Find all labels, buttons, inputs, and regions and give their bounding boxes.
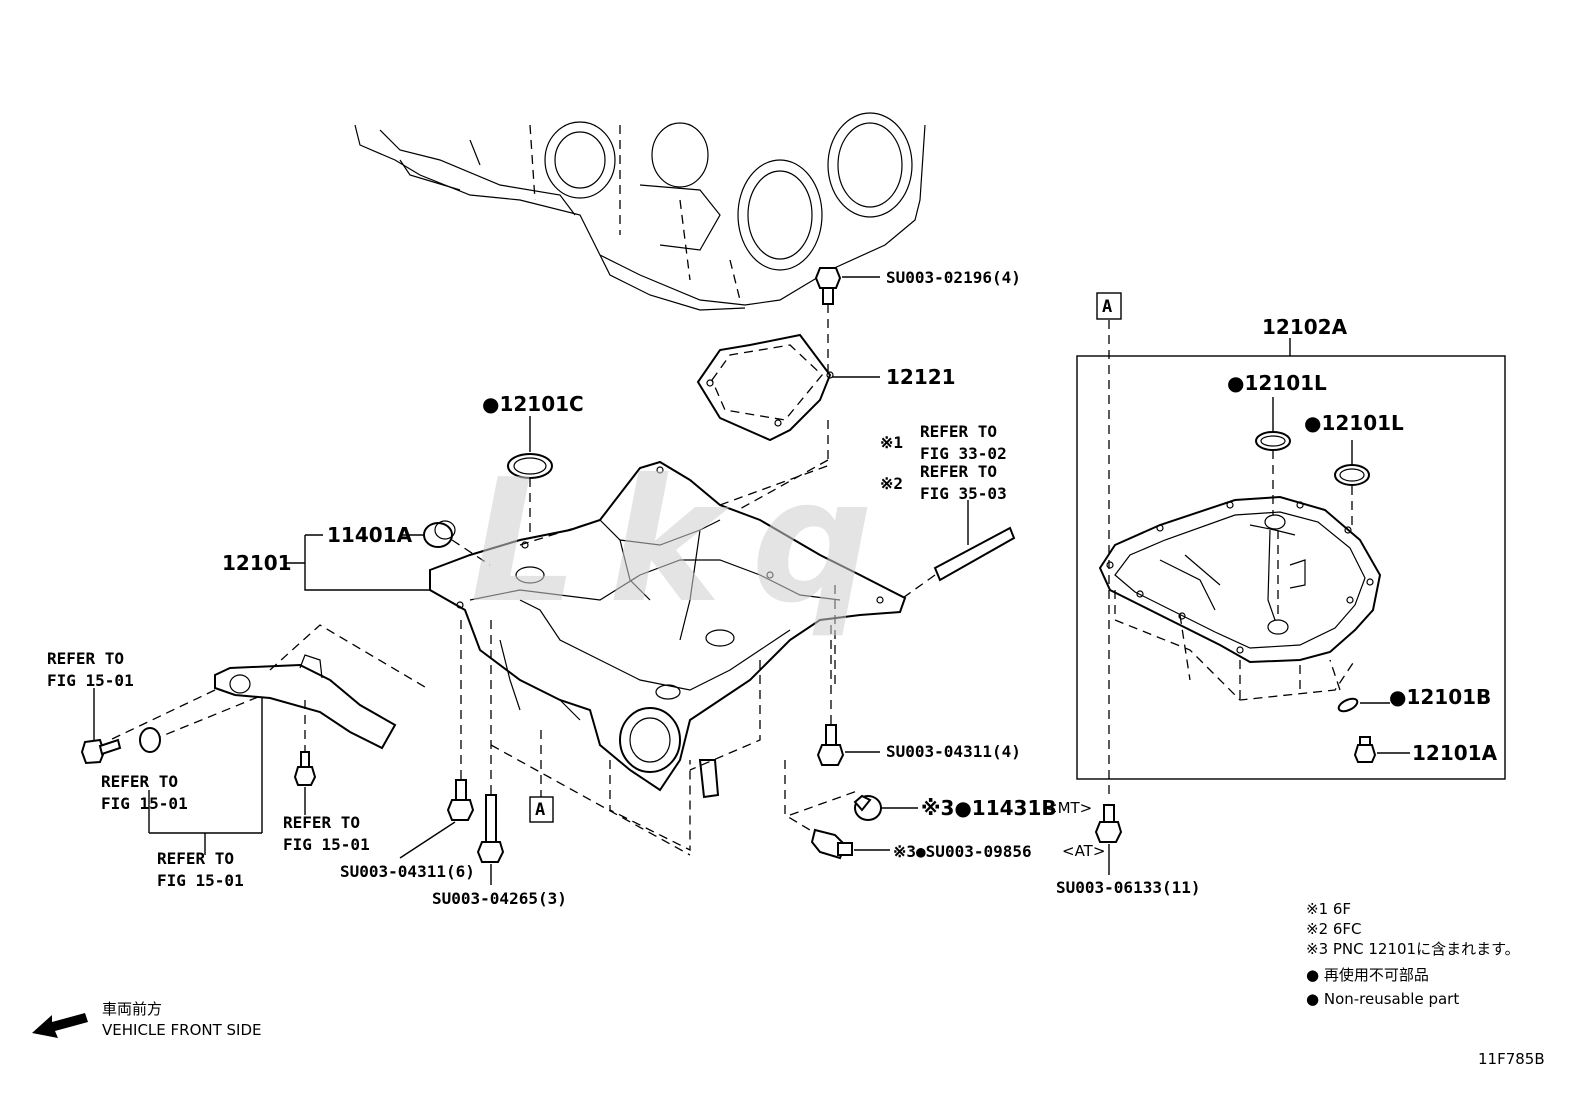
svg-text:Lkq: Lkq	[470, 443, 903, 641]
label-su003-04265: SU003-04265(3)	[432, 889, 567, 908]
label-su003-04311-6: SU003-04311(6)	[340, 862, 475, 881]
label-su003-02196: SU003-02196(4)	[886, 268, 1021, 287]
refer-fig-15-01-c-line2: FIG 15-01	[283, 835, 370, 854]
label-su003-06133: SU003-06133(11)	[1056, 878, 1201, 897]
o-ring-12101l-2-icon	[1334, 440, 1370, 530]
label-at: <AT>	[1062, 842, 1105, 860]
mark-1: ※1	[880, 433, 903, 452]
mark-2: ※2	[880, 474, 903, 493]
label-12121: 12121	[886, 365, 956, 389]
bolt-su003-04265-icon	[476, 620, 505, 885]
label-12101l-1: ●12101L	[1227, 371, 1327, 395]
fitting-su003-09856-icon	[784, 760, 890, 860]
label-12101b: ●12101B	[1389, 685, 1491, 709]
o-ring-12101l-1-icon	[1255, 397, 1291, 620]
bolt-su003-04311-4-icon	[816, 625, 880, 766]
washer-12101b-icon	[1329, 659, 1390, 713]
box-a-upper-letter: A	[1102, 297, 1112, 317]
refer-fig-15-01-a-line2: FIG 15-01	[47, 671, 134, 690]
box-a-upper	[1096, 292, 1122, 800]
note-non-reusable-jp: ● 再使用不可部品	[1306, 966, 1429, 984]
label-12101a: 12101A	[1412, 741, 1498, 765]
refer-fig-35-03-line2: FIG 35-03	[920, 484, 1007, 503]
box-a-lower	[490, 730, 691, 856]
strainer-o-ring-icon	[139, 727, 161, 753]
bolt-su003-04311-6-icon	[399, 620, 475, 859]
small-bolt-icon	[293, 700, 317, 815]
note-6fc: ※2 6FC	[1306, 920, 1362, 938]
note-non-reusable-en: ● Non-reusable part	[1306, 990, 1459, 1008]
box-a-lower-letter: A	[535, 800, 545, 820]
refer-fig-15-01-b-line1: REFER TO	[101, 772, 178, 791]
engine-block-drawing	[354, 112, 926, 311]
label-mt: <MT>	[1045, 799, 1092, 817]
o-ring-12101c-icon	[507, 416, 553, 565]
bolt-su003-06133-icon	[1094, 804, 1123, 875]
drain-plug-12101a-icon	[1353, 736, 1410, 763]
watermark-logo: Lkq	[470, 443, 903, 641]
refer-fig-35-03-line1: REFER TO	[920, 462, 997, 481]
refer-fig-33-02-line1: REFER TO	[920, 422, 997, 441]
strainer-bolt-icon	[80, 688, 122, 765]
label-su003-09856: ※3●SU003-09856	[893, 842, 1032, 861]
plug-11431b-icon	[853, 794, 918, 821]
label-su003-04311-4: SU003-04311(4)	[886, 742, 1021, 761]
refer-fig-15-01-c-line1: REFER TO	[283, 813, 360, 832]
label-11401a: 11401A	[327, 523, 413, 547]
note-6f: ※1 6F	[1306, 900, 1351, 918]
label-12101c: ●12101C	[482, 392, 584, 416]
vehicle-front-jp: 車両前方	[102, 1000, 162, 1018]
note-pnc: ※3 PNC 12101に含まれます。	[1306, 940, 1520, 958]
oil-pan-upper-12101-drawing	[429, 460, 907, 799]
refer-fig-15-01-d-line2: FIG 15-01	[157, 871, 244, 890]
vehicle-front-en: VEHICLE FRONT SIDE	[102, 1021, 262, 1039]
refer-fig-15-01-d-line1: REFER TO	[157, 849, 234, 868]
label-12101l-2: ●12101L	[1304, 411, 1404, 435]
gasket-12121-drawing	[696, 333, 880, 521]
label-12101: 12101	[222, 551, 292, 575]
figure-code: 11F785B	[1478, 1050, 1545, 1068]
plug-11401a-icon	[402, 520, 491, 566]
label-12102a: 12102A	[1262, 315, 1348, 339]
refer-fig-15-01-b-line2: FIG 15-01	[101, 794, 188, 813]
bolt-su003-02196-icon	[814, 267, 880, 380]
label-11431b: ※3●11431B	[921, 796, 1057, 820]
oil-pan-lower-12102a-drawing	[1098, 495, 1382, 701]
stud-bolt-icon	[899, 500, 1016, 601]
oil-pan-lower-box	[1076, 338, 1506, 780]
vehicle-front-arrow-icon	[32, 1013, 88, 1038]
refer-fig-15-01-a-line1: REFER TO	[47, 649, 124, 668]
refer-fig-33-02-line2: FIG 33-02	[920, 444, 1007, 463]
leader-12101	[285, 534, 430, 591]
